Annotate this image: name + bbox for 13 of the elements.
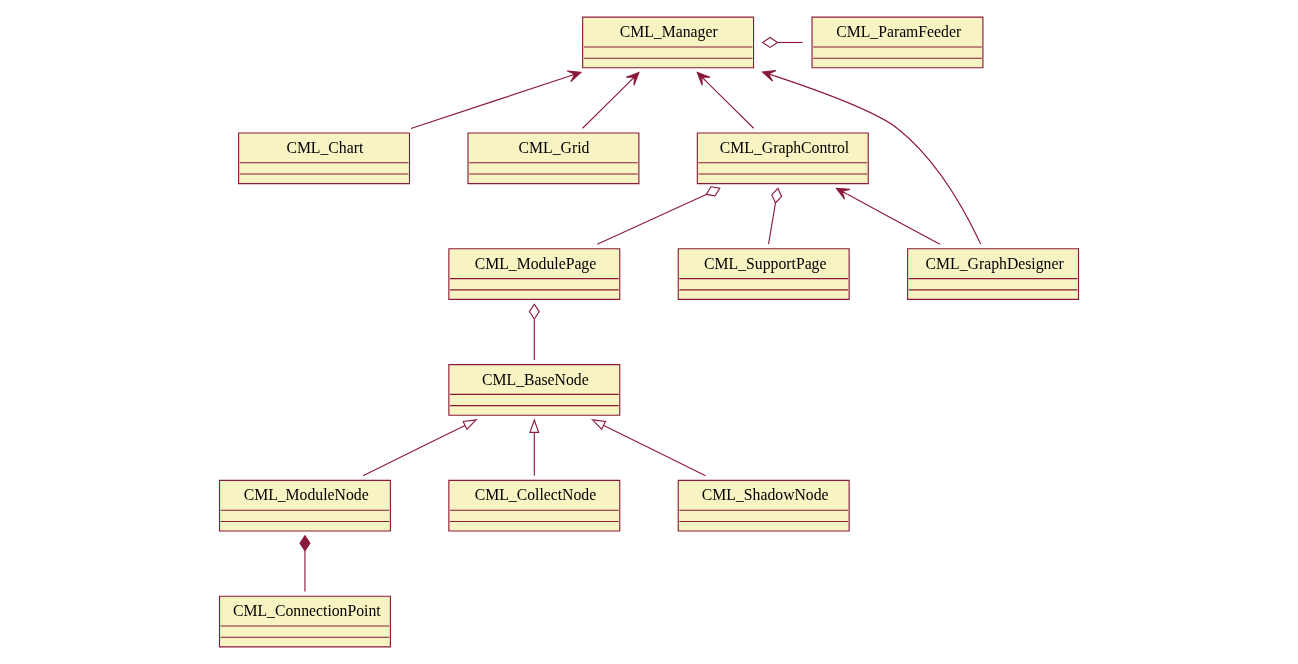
arrow — [582, 72, 640, 129]
arrow — [362, 419, 478, 477]
connector — [768, 187, 783, 245]
arrow — [590, 419, 707, 477]
connector — [528, 303, 540, 361]
arrow — [529, 418, 540, 477]
arrow — [835, 187, 941, 245]
arrow — [762, 70, 982, 245]
arrow — [696, 72, 755, 129]
connector — [299, 534, 311, 593]
connector — [761, 36, 804, 49]
arrow — [410, 70, 582, 130]
connector — [596, 186, 721, 245]
